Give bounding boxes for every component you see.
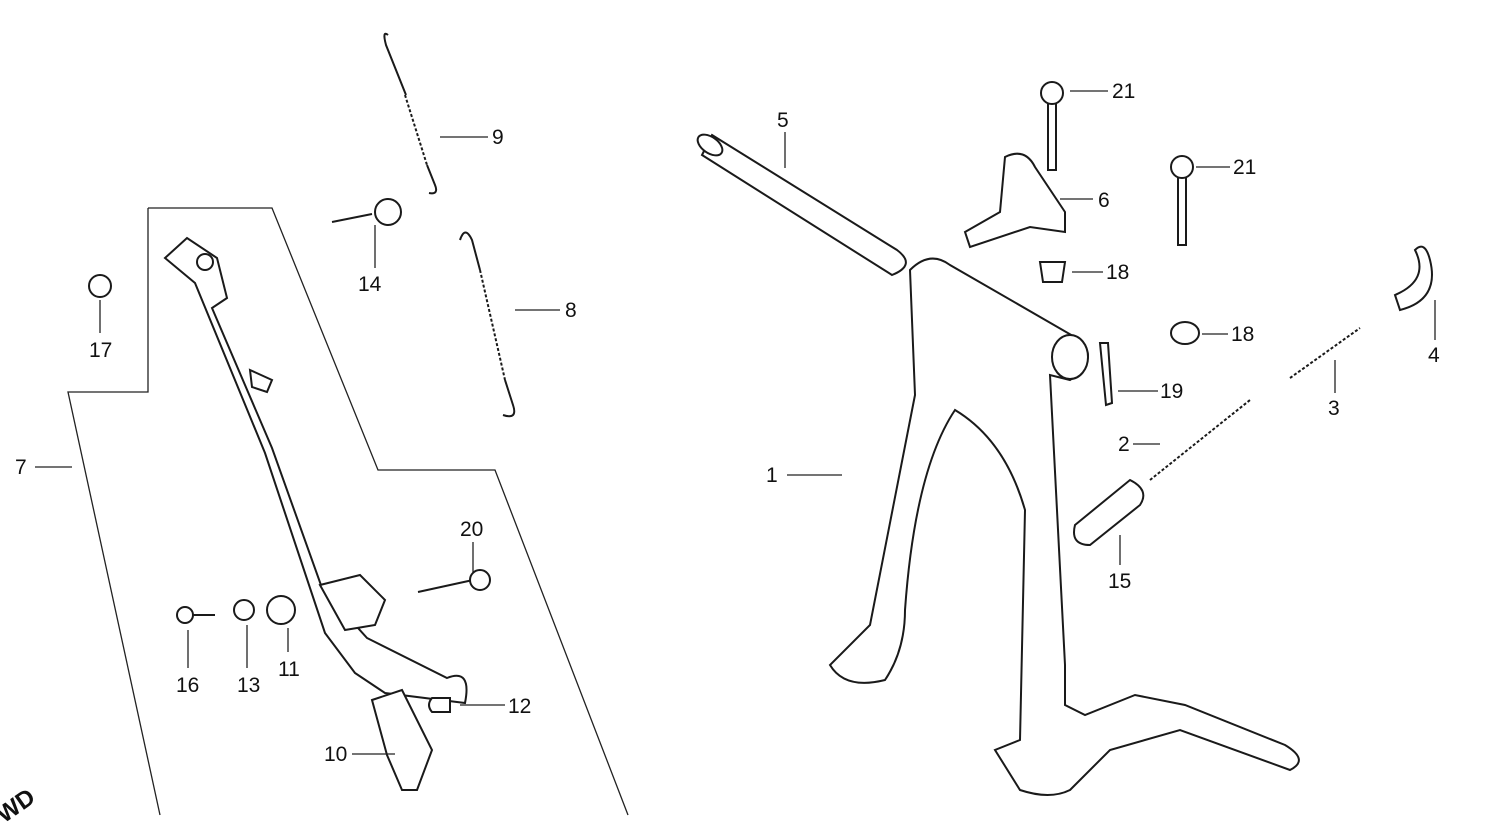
- callout-17: 17: [89, 339, 112, 362]
- callout-5: 5: [777, 109, 789, 132]
- callout-12: 12: [508, 695, 531, 718]
- callout-18: 18: [1231, 323, 1254, 346]
- callout-10: 10: [324, 743, 347, 766]
- callout-11: 11: [278, 658, 300, 681]
- callout-3: 3: [1328, 397, 1340, 420]
- callout-13: 13: [237, 674, 260, 697]
- side-stand-group-outline-left: [67, 208, 161, 816]
- part-hook-4: [1393, 245, 1433, 312]
- side-stand-group-outline: [148, 207, 629, 816]
- part-spring-9: [383, 32, 438, 195]
- callout-18: 18: [1106, 261, 1129, 284]
- part-rubber-18b: [1170, 321, 1200, 345]
- callout-4: 4: [1428, 344, 1440, 367]
- part-bolt-21a: [1040, 81, 1064, 171]
- callout-21: 21: [1112, 80, 1135, 103]
- leader-lines: [35, 90, 1436, 755]
- part-bolt-20: [417, 569, 491, 593]
- callout-21: 21: [1233, 156, 1256, 179]
- part-spring-8: [459, 231, 516, 418]
- part-pipe-5: [696, 133, 907, 277]
- callout-20: 20: [460, 518, 483, 541]
- part-rubber-18a: [1038, 261, 1067, 283]
- part-collar-11: [266, 595, 296, 625]
- part-side-stand-7: [163, 236, 468, 705]
- callout-15: 15: [1108, 570, 1131, 593]
- callout-9: 9: [492, 126, 504, 149]
- callout-6: 6: [1098, 189, 1110, 212]
- fwd-direction-marker: FWD: [0, 783, 40, 827]
- callout-16: 16: [176, 674, 199, 697]
- callout-1: 1: [766, 464, 778, 487]
- part-cotter-pin-19: [1098, 342, 1114, 407]
- part-main-stand-1: [828, 257, 1300, 796]
- part-bolt-21b: [1170, 155, 1194, 246]
- part-pin-12: [428, 697, 451, 713]
- callout-2: 2: [1118, 433, 1130, 456]
- callout-14: 14: [358, 273, 382, 296]
- part-nut-17: [88, 274, 112, 298]
- part-spring-3: [1289, 327, 1361, 379]
- callout-19: 19: [1160, 380, 1183, 403]
- part-bracket-10: [370, 688, 434, 791]
- part-spring-2: [1149, 399, 1251, 481]
- part-washer-13: [233, 599, 255, 621]
- part-collar-15: [1073, 478, 1145, 547]
- callout-8: 8: [565, 299, 577, 322]
- part-bolt-16: [176, 606, 215, 624]
- part-bolt-14: [331, 198, 402, 226]
- part-bracket-6: [963, 152, 1066, 249]
- callout-7: 7: [15, 456, 27, 479]
